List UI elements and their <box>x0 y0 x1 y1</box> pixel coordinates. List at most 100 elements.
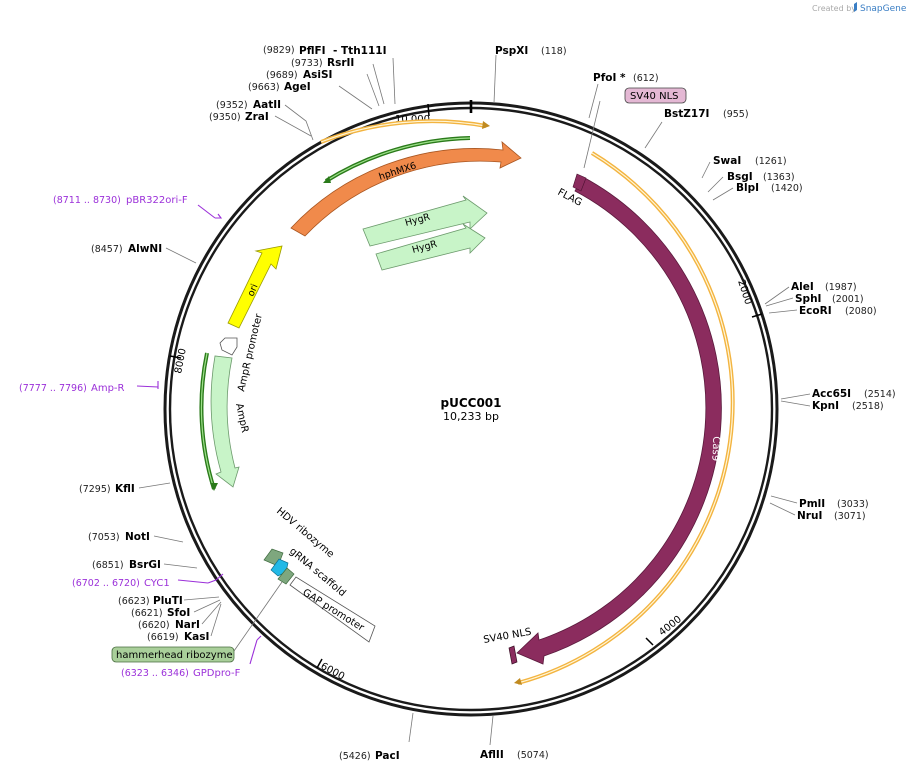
svg-text:NruI: NruI <box>797 510 822 522</box>
svg-text:EcoRI: EcoRI <box>799 305 832 317</box>
ruler-tick-8000: 8000 <box>169 347 189 375</box>
site-kfli[interactable]: (7295) KflI <box>79 483 135 495</box>
svg-text:(3033): (3033) <box>837 499 869 510</box>
plasmid-size: 10,233 bp <box>443 410 499 423</box>
svg-text:AflII: AflII <box>480 749 504 761</box>
ampr-feature[interactable] <box>210 355 240 488</box>
svg-text:(7295): (7295) <box>79 484 111 495</box>
primer-name: pBR322ori-F <box>126 195 188 206</box>
site-alei[interactable]: AleI (1987) <box>791 281 857 293</box>
svg-text:SwaI: SwaI <box>713 155 741 167</box>
svg-text:AgeI: AgeI <box>284 81 311 93</box>
svg-text:(6620): (6620) <box>138 620 170 631</box>
hphmx6-feature[interactable] <box>290 141 522 237</box>
svg-text:6000: 6000 <box>319 661 347 683</box>
site-ecori[interactable]: EcoRI (2080) <box>799 305 877 317</box>
svg-text:(9733): (9733) <box>291 58 323 69</box>
svg-text:(9829): (9829) <box>263 45 295 56</box>
svg-text:(1420): (1420) <box>771 183 803 194</box>
cas9-label: Cas9 <box>709 436 721 461</box>
gap-promoter-feature[interactable] <box>289 576 376 643</box>
svg-text:(2514): (2514) <box>864 389 896 400</box>
site-bstz17i[interactable]: BstZ17I (955) <box>664 108 749 120</box>
svg-text:PfoI *: PfoI * <box>593 72 626 84</box>
svg-text:(6621): (6621) <box>131 608 163 619</box>
svg-text:AsiSI: AsiSI <box>303 69 332 81</box>
snapgene-logo-icon <box>854 2 857 12</box>
site-nrui[interactable]: NruI (3071) <box>797 510 866 522</box>
ori-feature[interactable] <box>227 245 283 329</box>
site-pluti[interactable]: (6623) PluTI <box>118 595 183 607</box>
sv40-nls-top-box[interactable] <box>624 87 687 104</box>
svg-text:ZraI: ZraI <box>245 111 269 123</box>
svg-text:(1363): (1363) <box>763 172 795 183</box>
primer-name: CYC1 <box>144 578 170 589</box>
site-bsgi[interactable]: BsgI (1363) <box>727 171 795 183</box>
site-pflfi[interactable]: (9829) PflFI <box>263 45 326 57</box>
flag-feature[interactable] <box>572 173 587 192</box>
svg-text:(5426): (5426) <box>339 751 371 762</box>
svg-text:KflI: KflI <box>115 483 135 495</box>
site-aflii[interactable]: AflII (5074) <box>480 749 549 761</box>
site-zrai[interactable]: (9350) ZraI <box>209 111 269 123</box>
svg-text:(9689): (9689) <box>266 70 298 81</box>
svg-text:BstZ17I: BstZ17I <box>664 108 709 120</box>
site-pfoi[interactable]: PfoI * (612) <box>593 72 659 84</box>
svg-text:(2518): (2518) <box>852 401 884 412</box>
primer-gpdpro-f[interactable]: (6323 .. 6346) GPDpro-F <box>121 635 262 679</box>
sv40-nls-top-label: SV40 NLS <box>630 91 679 102</box>
site-kasi[interactable]: (6619) KasI <box>147 631 209 643</box>
site-sphi[interactable]: SphI (2001) <box>795 293 864 305</box>
ruler-tick-10000: 10,000 <box>395 103 430 125</box>
hammerhead-ribozyme-box[interactable] <box>111 646 235 663</box>
svg-text:PmlI: PmlI <box>799 498 825 510</box>
site-tth111i[interactable]: - Tth111I <box>333 45 387 57</box>
svg-text:(8457): (8457) <box>91 244 123 255</box>
primer-name: Amp-R <box>91 383 125 394</box>
svg-text:KasI: KasI <box>184 631 209 643</box>
sv40-nls-bottom-label: SV40 NLS <box>483 627 533 646</box>
site-alwni[interactable]: (8457) AlwNI <box>91 243 162 255</box>
ampr-label: AmpR <box>233 402 250 434</box>
svg-text:(612): (612) <box>633 73 659 84</box>
site-asisi[interactable]: (9689) AsiSI <box>266 69 332 81</box>
svg-text:AlwNI: AlwNI <box>128 243 162 255</box>
site-bsrgi[interactable]: (6851) BsrGI <box>92 559 161 571</box>
primer-range: (7777 .. 7796) <box>19 383 87 394</box>
svg-text:(955): (955) <box>723 109 749 120</box>
site-nari[interactable]: (6620) NarI <box>138 619 200 631</box>
svg-text:KpnI: KpnI <box>812 400 839 412</box>
svg-text:(7053): (7053) <box>88 532 120 543</box>
site-pspxi[interactable]: PspXI (118) <box>495 45 567 57</box>
svg-text:BsgI: BsgI <box>727 171 753 183</box>
site-sfoi[interactable]: (6621) SfoI <box>131 607 190 619</box>
site-rsrii[interactable]: (9733) RsrII <box>291 57 354 69</box>
site-aatii[interactable]: (9352) AatII <box>216 99 281 111</box>
hygr-feature-1[interactable] <box>362 195 488 247</box>
primer-name: GPDpro-F <box>193 668 241 679</box>
svg-text:(6619): (6619) <box>147 632 179 643</box>
site-paci[interactable]: (5426) PacI <box>339 750 400 762</box>
primer-amp-r[interactable]: (7777 .. 7796) Amp-R <box>19 381 159 394</box>
site-noti[interactable]: (7053) NotI <box>88 531 150 543</box>
primer-cyc1[interactable]: (6702 .. 6720) CYC1 <box>72 573 224 589</box>
svg-text:SphI: SphI <box>795 293 821 305</box>
site-acc65i[interactable]: Acc65I (2514) <box>812 388 896 400</box>
site-pmli[interactable]: PmlI (3033) <box>799 498 869 510</box>
site-blpi[interactable]: BlpI (1420) <box>736 182 803 194</box>
svg-text:BlpI: BlpI <box>736 182 759 194</box>
svg-text:(9350): (9350) <box>209 112 241 123</box>
cas9-feature[interactable] <box>516 176 722 665</box>
hygr-feature-2[interactable] <box>375 223 486 271</box>
primer-pbr322ori-f[interactable]: (8711 .. 8730) pBR322ori-F <box>53 195 223 219</box>
svg-text:(2080): (2080) <box>845 306 877 317</box>
svg-text:BsrGI: BsrGI <box>129 559 161 571</box>
svg-text:(6623): (6623) <box>118 596 150 607</box>
ampr-promoter-feature[interactable] <box>219 337 238 356</box>
sv40-nls-bottom-feature[interactable] <box>508 645 518 665</box>
site-swai[interactable]: SwaI (1261) <box>713 155 787 167</box>
site-kpni[interactable]: KpnI (2518) <box>812 400 884 412</box>
site-agei[interactable]: (9663) AgeI <box>248 81 311 93</box>
hammerhead-ribozyme-feature[interactable] <box>277 567 295 585</box>
